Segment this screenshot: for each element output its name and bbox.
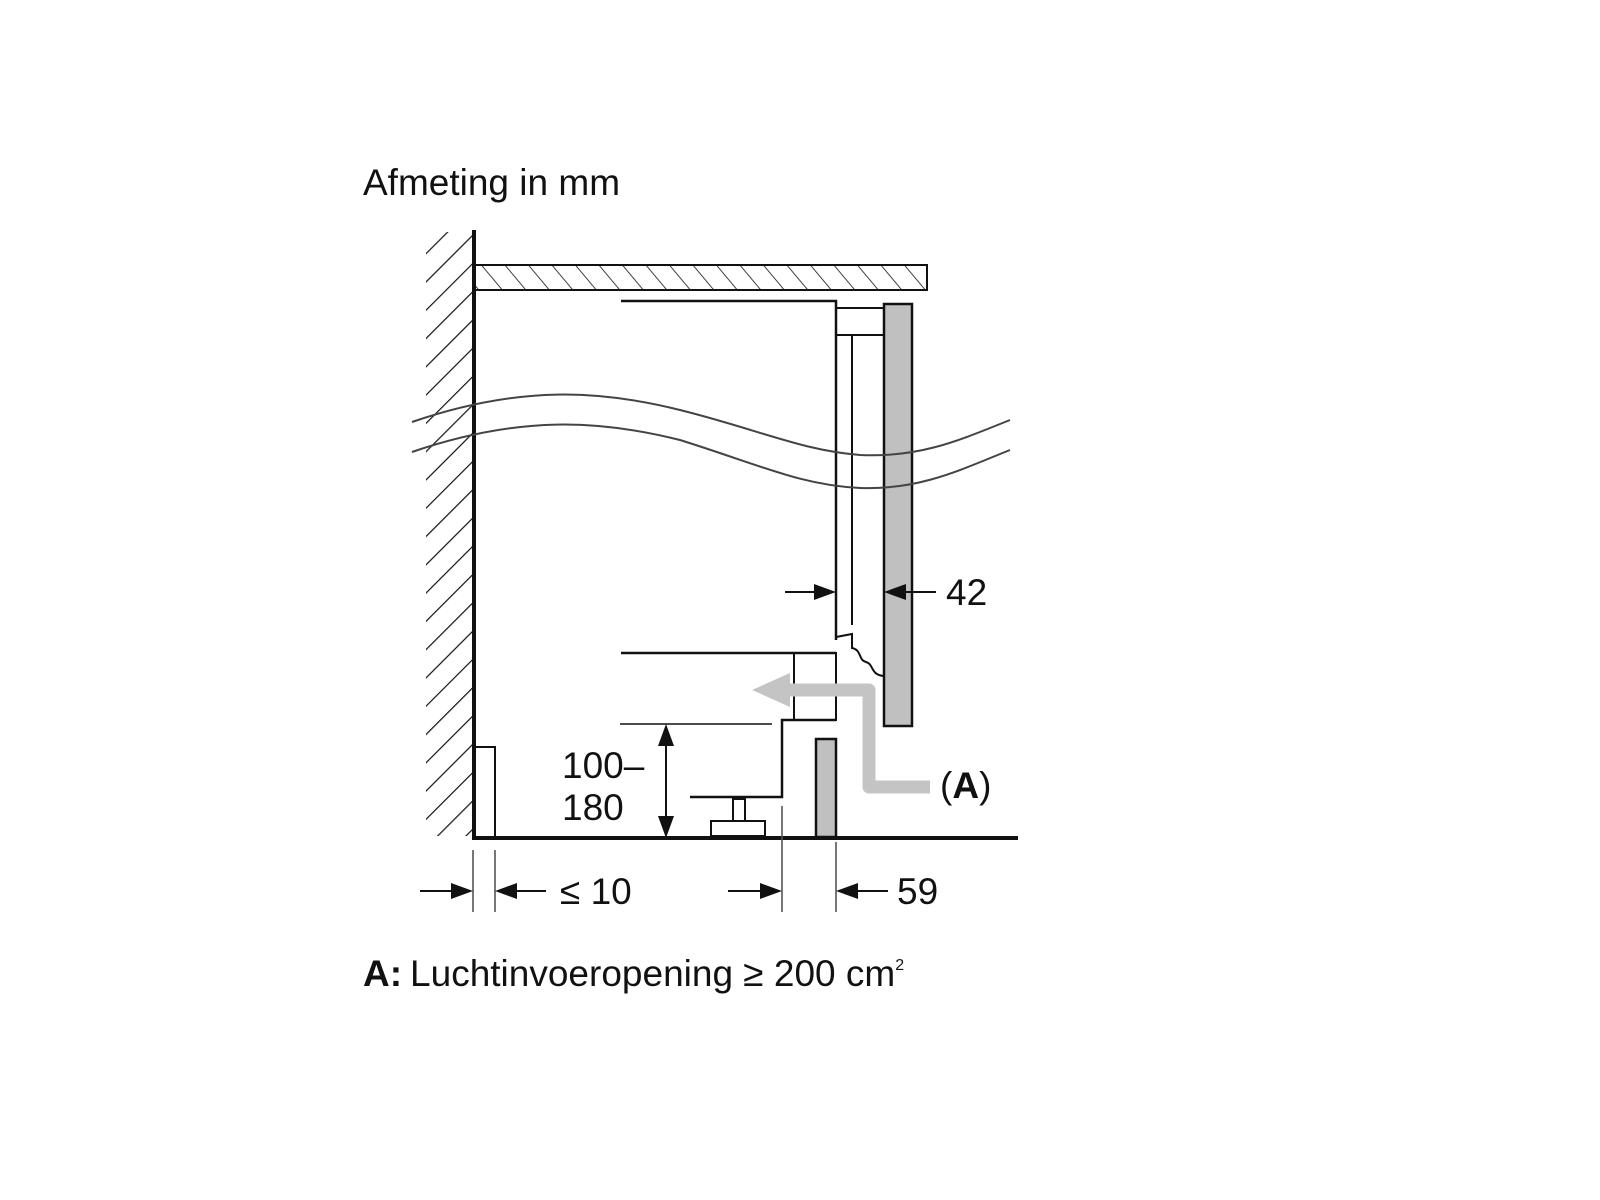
- diagram-title: Afmeting in mm: [363, 162, 620, 203]
- door-profile: [835, 632, 885, 677]
- adjustable-foot-stem: [732, 798, 746, 822]
- adjustable-foot-base: [710, 820, 766, 837]
- worktop: [474, 264, 928, 291]
- airflow-arrow-head: [752, 673, 790, 707]
- airflow-arrow: [790, 683, 930, 794]
- drawing-body: [426, 230, 1018, 840]
- wall-hatch: [426, 232, 472, 836]
- plinth-height-label-2: 180: [562, 787, 624, 828]
- dimension-plinth-height: 100– 180: [562, 723, 772, 838]
- furniture-door-panel: [882, 302, 914, 728]
- wall-spacer-block: [474, 746, 496, 839]
- plinth-depth-label: 59: [897, 871, 938, 912]
- dimension-42-label: 42: [946, 572, 987, 613]
- dimension-42: 42: [785, 572, 987, 613]
- door-top-block: [835, 307, 885, 336]
- appliance-top-line: [621, 299, 838, 640]
- wall-gap-label: ≤ 10: [560, 871, 632, 912]
- break-line-upper: [411, 393, 1011, 457]
- plinth-panel: [814, 737, 838, 839]
- dimension-bottom: ≤ 10 59: [420, 806, 938, 912]
- plinth-height-label-1: 100–: [562, 745, 645, 786]
- airflow-callout: (A): [940, 765, 991, 806]
- legend: A:Luchtinvoeropening ≥ 200 cm2: [363, 953, 904, 994]
- appliance-base-step: [690, 718, 836, 799]
- break-line-lower: [411, 423, 1011, 490]
